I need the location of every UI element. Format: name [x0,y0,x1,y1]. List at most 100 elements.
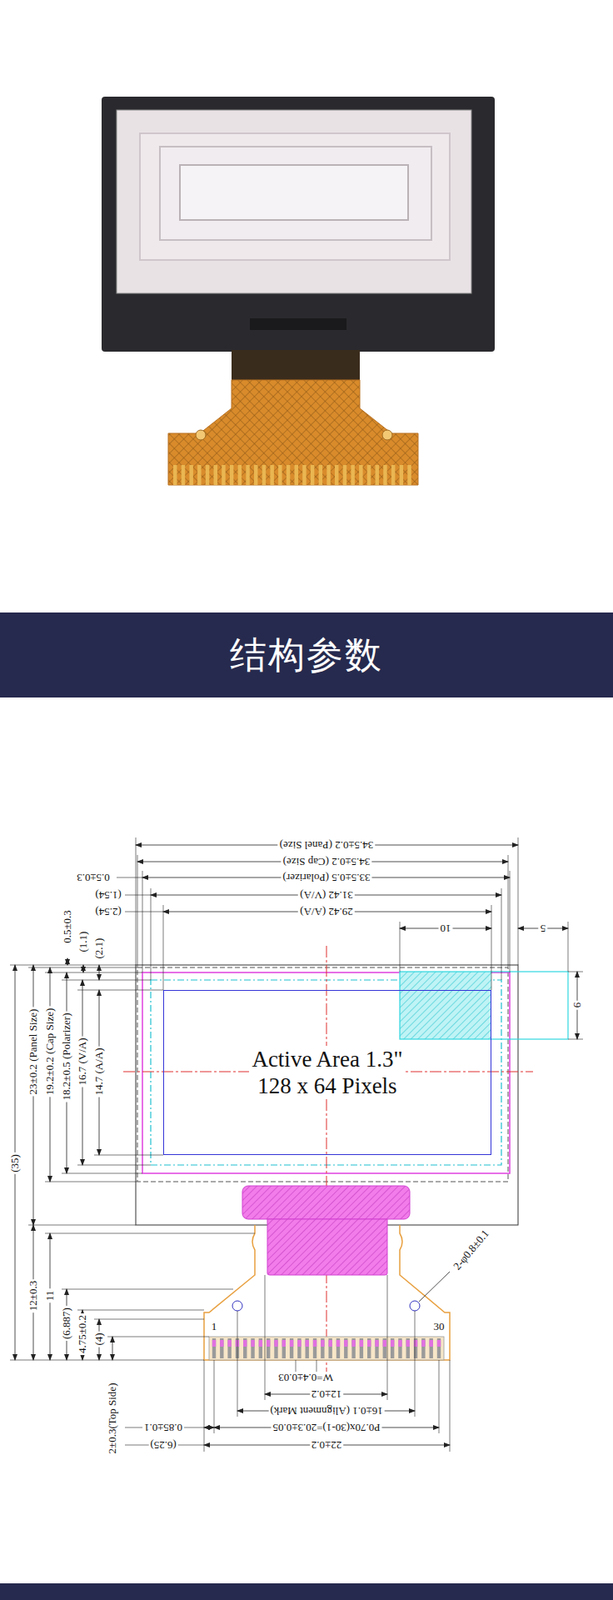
extension-line [449,1359,451,1451]
dimension-label: 5 [538,921,549,934]
extension-line [387,1274,389,1400]
pin [334,464,339,485]
pin [374,1337,379,1358]
dimension-label: (1.54) [93,888,123,901]
pin [221,464,226,485]
pin [282,1337,286,1358]
extension-line [44,1181,138,1182]
pin-mark [266,1339,270,1346]
cap-outline [137,966,509,1182]
pin-mark [351,1339,355,1346]
pin [250,1337,255,1358]
pin [421,1337,425,1358]
pin [229,464,235,485]
pin [243,1337,247,1358]
extension-line [107,1335,210,1337]
extension-line [135,837,137,965]
pin [212,1337,216,1358]
extension-line [9,964,136,966]
pin-mark [406,1339,410,1346]
dimension-label: 10 [438,921,454,934]
pin [173,464,178,485]
pin [266,1337,270,1358]
pin [181,464,186,485]
pin [305,1337,309,1358]
pin [375,464,380,485]
screen-outline [139,133,450,260]
extension-line [204,1359,205,1451]
pin [302,464,307,485]
dimension-label: 22±0.2 [309,1438,344,1451]
dimension-label: 29.42 (A/A) [298,905,355,918]
dimension-label: 2±0.3(Top Side) [106,1380,119,1456]
screen-outline [159,146,432,240]
extension-line [438,1359,440,1433]
extension-line [142,870,144,972]
pins [212,1337,441,1358]
extension-line [568,1038,584,1040]
pin [399,464,404,485]
center-line [326,945,328,1375]
pin-mark [343,1339,348,1346]
extension-line [214,1359,215,1433]
pin [383,1337,387,1358]
node-text: Active Area 1.3" [249,1045,405,1072]
pin [336,1337,340,1358]
dimension-label: (35) [9,1151,21,1174]
pin [318,464,324,485]
dimension-label: 16±0.1 (Alignment Mark) [268,1404,384,1416]
extension-line [28,1224,136,1226]
pin [205,464,210,485]
dimension-label: (4) [93,1330,105,1346]
pin [297,1337,301,1358]
pin-mark [212,1339,216,1346]
dimension-label: 0.85±0.1 [142,1420,185,1433]
pin [343,464,348,485]
pin [214,464,219,485]
extension-line [163,904,165,990]
pin-mark [313,1339,317,1346]
cyan-box [399,971,569,1039]
extension-line [124,911,164,913]
alignment-mark [409,1300,420,1311]
dimension-label: 0.5±0.3 [61,907,74,945]
extension-line [61,1172,143,1174]
pin [390,1337,394,1358]
pin [343,1337,348,1358]
pin-mark [274,1339,278,1346]
pin-mark [390,1339,394,1346]
dimension-label: 33.5±0.5 (Polarizer) [281,871,373,883]
pin-mark [359,1339,364,1346]
dimension-label: (1.1) [77,929,90,954]
dimension-label: (6.25) [148,1438,178,1451]
dimension-label: 23±0.2 (Panel Size) [27,1006,40,1097]
pin-mark [227,1339,231,1346]
pin-mark [282,1339,286,1346]
dimension-label: 12±0.2 [309,1387,344,1400]
pin [350,464,355,485]
pin-row [209,1335,444,1360]
pin [351,1337,355,1358]
pin [367,464,372,485]
extension-line [124,894,151,896]
pin-mark [305,1339,309,1346]
extension-line [137,854,139,967]
pin-mark [259,1339,263,1346]
fpc-outline [204,1224,450,1360]
extension-line [116,877,143,878]
bond-area [249,318,347,330]
pin [358,464,364,485]
dimension-label: P0.70x(30-1)=20.3±0.05 [271,1420,383,1433]
dimension-label: 16.7 (V/A) [76,1035,89,1087]
dimension-line [67,957,69,965]
extension-line [491,904,493,990]
pin-mark [421,1339,425,1346]
pin [227,1337,231,1358]
pin [219,1337,224,1358]
dimension-label: W=0.4±0.03 [276,1370,335,1383]
pin [391,464,396,485]
dimension-label: 19.2±0.2 (Cap Size) [44,1006,56,1097]
dimension-label: 18.2±0.5 (Polarizer) [60,1011,73,1102]
dimension-label: (6.887) [60,1305,73,1341]
